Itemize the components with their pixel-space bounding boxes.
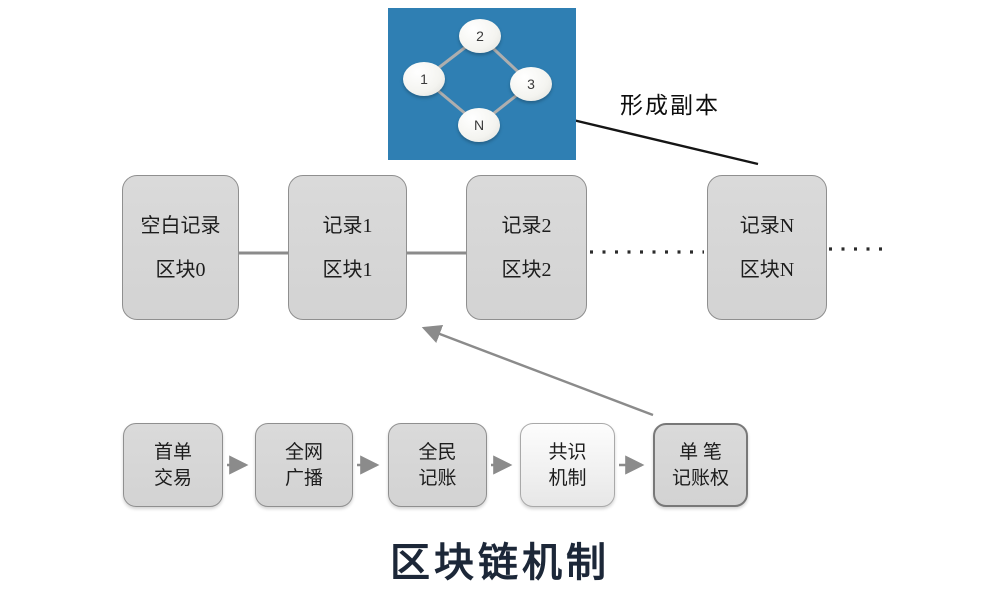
network-node-label: N <box>473 117 485 133</box>
network-panel: 2 1 3 N <box>388 8 576 160</box>
replica-label: 形成副本 <box>620 93 720 118</box>
process-step-first-transaction: 首单 交易 <box>123 423 223 507</box>
block-id-label: 区块2 <box>501 258 552 281</box>
network-node-2: 2 <box>459 19 501 53</box>
replica-line <box>572 118 759 166</box>
feedback-arrow <box>421 324 654 417</box>
step-label-line2: 记账 <box>418 467 457 489</box>
chain-block-N: 记录N 区块N <box>707 175 827 320</box>
block-record-label: 记录1 <box>322 214 373 237</box>
block-id-label: 区块1 <box>322 258 373 281</box>
diagram-title: 区块链机制 <box>390 541 610 585</box>
block-record-label: 记录N <box>739 214 795 237</box>
step-label-line2: 记账权 <box>671 467 729 489</box>
block-record-label: 记录2 <box>501 214 552 237</box>
network-node-3: 3 <box>510 67 552 101</box>
process-step-network-broadcast: 全网 广播 <box>255 423 353 507</box>
step-label-line1: 全民 <box>418 441 457 463</box>
block-record-label: 空白记录 <box>140 214 221 237</box>
step-label-line1: 共识 <box>548 441 587 463</box>
process-step-public-bookkeeping: 全民 记账 <box>388 423 487 507</box>
chain-block-2: 记录2 区块2 <box>466 175 587 320</box>
step-label-line1: 首单 <box>153 441 192 463</box>
process-step-single-bookkeeping-right: 单 笔 记账权 <box>653 423 748 507</box>
chain-block-1: 记录1 区块1 <box>288 175 407 320</box>
step-label-line1: 单 笔 <box>679 441 722 463</box>
network-node-label: 1 <box>420 71 428 87</box>
block-id-label: 区块0 <box>155 258 206 281</box>
step-label-line1: 全网 <box>284 441 323 463</box>
network-node-N: N <box>458 108 500 142</box>
network-node-1: 1 <box>403 62 445 96</box>
step-label-line2: 机制 <box>548 467 587 489</box>
step-label-line2: 广播 <box>284 467 323 489</box>
network-node-label: 2 <box>476 28 484 44</box>
chain-block-0: 空白记录 区块0 <box>122 175 239 320</box>
network-node-label: 3 <box>527 76 535 92</box>
step-label-line2: 交易 <box>153 467 192 489</box>
block-id-label: 区块N <box>739 258 795 281</box>
process-step-consensus-mechanism: 共识 机制 <box>520 423 615 507</box>
